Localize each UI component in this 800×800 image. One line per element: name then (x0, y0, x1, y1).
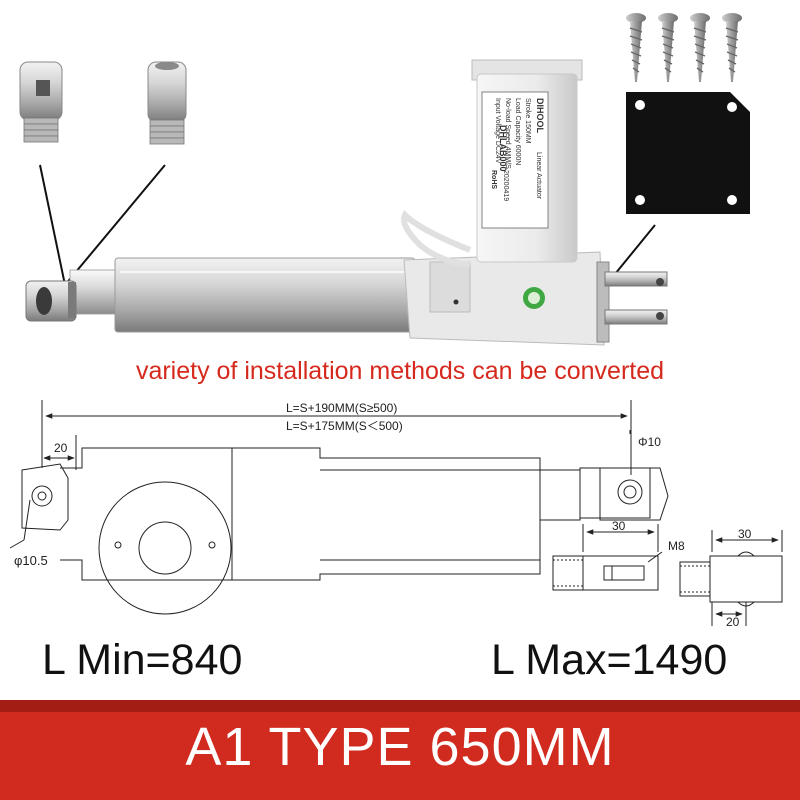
actuator: DIHOOL Linear Actuator Stroke 150MM Load… (25, 59, 668, 346)
type-banner-text: A1 TYPE 650MM (185, 717, 615, 777)
motor-spec-4: Input Voltage DC24V (494, 98, 501, 164)
length-formula-short-stroke: L=S+175MM(S＜500) (286, 419, 403, 433)
motor-rohs: RoHS (490, 170, 497, 189)
motor-spec-2: Load Capacity 6000N (514, 98, 521, 165)
motor-brand: DIHOOL (535, 98, 545, 134)
installation-caption: variety of installation methods can be c… (135, 357, 665, 385)
length-formula-long-stroke: L=S+190MM(S≥500) (286, 401, 397, 415)
front-hole-dimension: Φ10 (638, 435, 661, 449)
min-length-label: L Min=840 (42, 636, 243, 684)
product-photo: DIHOOL Linear Actuator Stroke 150MM Load… (19, 13, 750, 346)
thread-size-label: M8 (668, 539, 685, 553)
motor-date: 20200419 (502, 170, 509, 201)
motor-spec-3: No-load Speed 4MM/S (504, 98, 511, 169)
threaded-connector (147, 61, 187, 145)
block-offset-dimension: 20 (726, 615, 740, 629)
rear-width-dimension: 20 (54, 441, 68, 455)
block-length-dimension: 30 (738, 527, 752, 541)
dimension-drawing: L=S+190MM(S≥500) L=S+175MM(S＜500) 20 Φ10… (9, 400, 783, 629)
motor-model: DHLAB000 (498, 125, 508, 172)
cross-hole-connector (19, 61, 63, 143)
clevis-length-dimension: 30 (612, 519, 626, 533)
banner-top-shade (0, 700, 800, 712)
screws (626, 13, 742, 82)
motor-subtitle: Linear Actuator (535, 152, 542, 200)
type-banner (0, 700, 800, 800)
mounting-plate (626, 92, 750, 214)
max-length-label: L Max=1490 (491, 636, 728, 684)
rear-hole-dimension: φ10.5 (14, 553, 48, 568)
motor-spec-1: Stroke 150MM (524, 98, 531, 144)
